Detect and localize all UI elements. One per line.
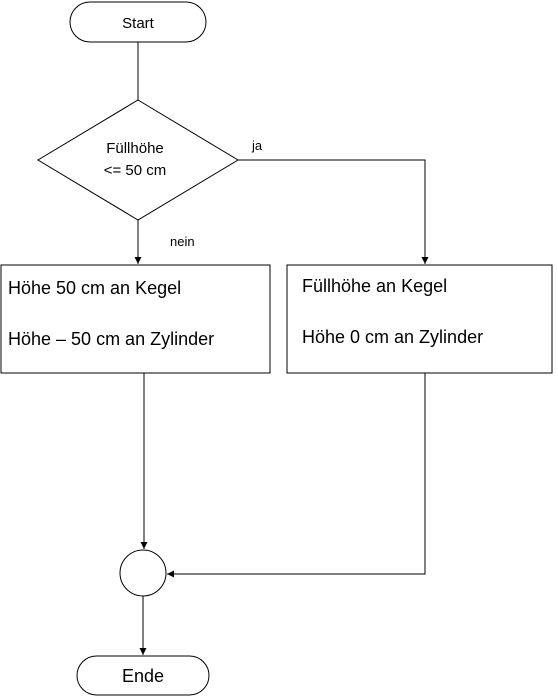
- decision-diamond: Füllhöhe <= 50 cm: [37, 99, 239, 221]
- merge-connector: [119, 549, 167, 597]
- branch-no-label: nein: [170, 234, 195, 249]
- process-box-yes: Füllhöhe an Kegel Höhe 0 cm an Zylinder: [286, 264, 553, 374]
- end-label: Ende: [122, 666, 164, 686]
- process-box-no: Höhe 50 cm an Kegel Höhe – 50 cm an Zyli…: [0, 264, 271, 374]
- connector-yes-branch: [238, 159, 429, 264]
- branch-yes-label: ja: [251, 138, 263, 153]
- start-terminator: Start: [69, 1, 207, 43]
- connector-yes-to-merge: [167, 373, 426, 578]
- process-no-line2: Höhe – 50 cm an Zylinder: [8, 329, 214, 349]
- decision-line2: <= 50 cm: [104, 162, 167, 179]
- process-no-line1: Höhe 50 cm an Kegel: [8, 278, 181, 298]
- decision-line1: Füllhöhe: [106, 140, 164, 157]
- process-yes-line2: Höhe 0 cm an Zylinder: [302, 327, 483, 347]
- start-label: Start: [122, 15, 155, 32]
- process-yes-line1: Füllhöhe an Kegel: [302, 276, 447, 296]
- end-terminator: Ende: [76, 655, 210, 696]
